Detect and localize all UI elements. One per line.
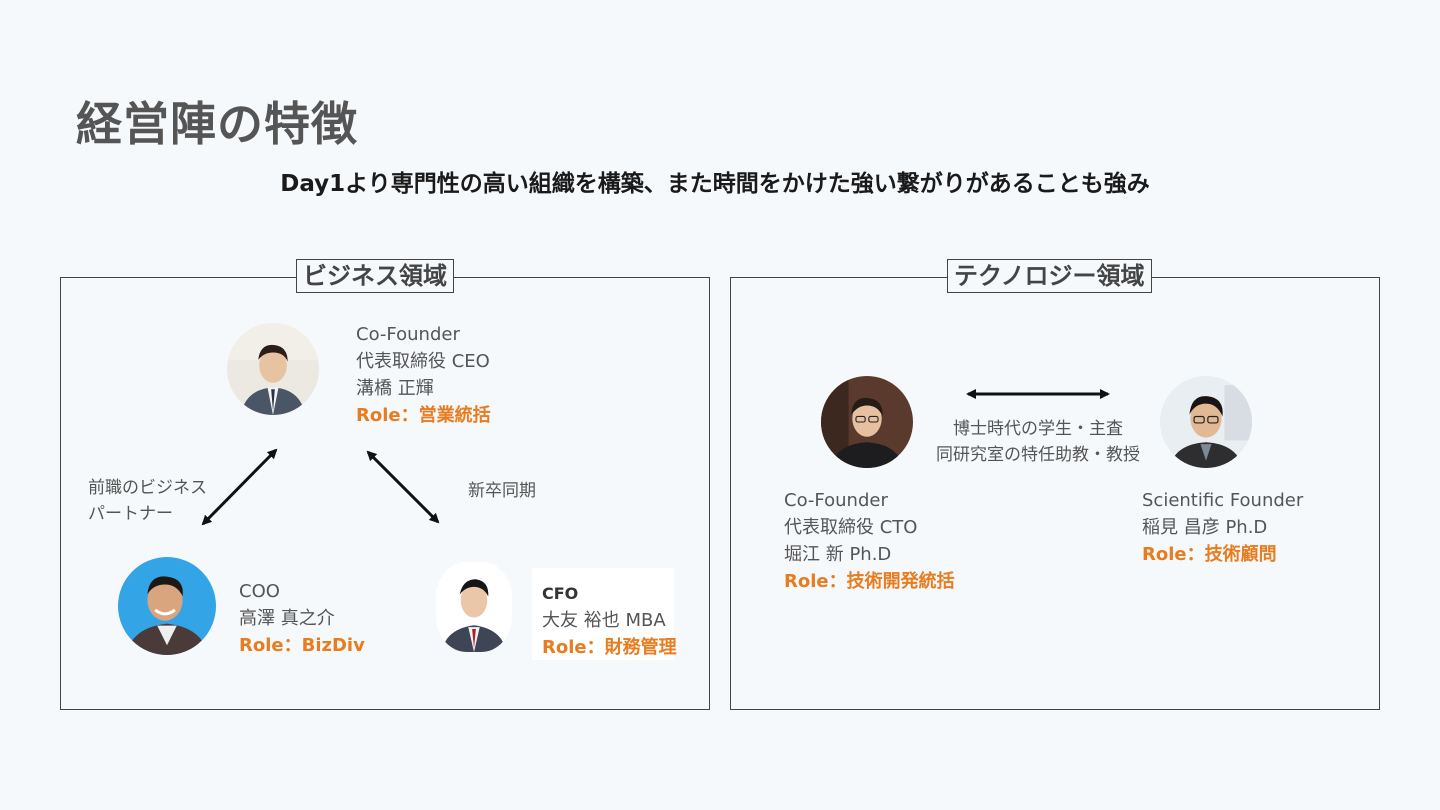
scientific-founder-role: Role：技術顧問 [1142, 544, 1277, 565]
coo-name: 高澤 真之介 [239, 608, 335, 629]
ceo-title: Co-Founder [356, 324, 460, 345]
note-same-year: 新卒同期 [468, 481, 536, 501]
ceo-position: 代表取締役 CEO [356, 351, 490, 372]
scientific-founder-info: Scientific Founder 稲見 昌彦 Ph.D Role：技術顧問 [1142, 487, 1303, 568]
technology-panel-label: テクノロジー領域 [947, 259, 1152, 293]
coo-photo [118, 557, 216, 655]
coo-role: Role：BizDiv [239, 635, 365, 656]
cfo-photo [436, 562, 512, 652]
cfo-role: Role：財務管理 [542, 637, 677, 658]
ceo-name: 溝橋 正輝 [356, 378, 434, 399]
ceo-photo [227, 323, 319, 415]
coo-info: COO 高澤 真之介 Role：BizDiv [239, 578, 365, 659]
cto-info: Co-Founder 代表取締役 CTO 堀江 新 Ph.D Role：技術開発… [784, 487, 955, 595]
scientific-founder-photo [1160, 376, 1252, 468]
business-panel-label: ビジネス領域 [296, 259, 454, 293]
technology-panel: テクノロジー領域 [730, 259, 1380, 710]
cfo-title: CFO [542, 584, 579, 603]
page-subtitle: Day1より専門性の高い組織を構築、また時間をかけた強い繋がりがあることも強み [280, 171, 1150, 197]
cto-role: Role：技術開発統括 [784, 571, 955, 592]
cfo-info-background [532, 568, 674, 660]
note-business-partner: 前職のビジネス パートナー [88, 478, 207, 524]
cto-position: 代表取締役 CTO [784, 517, 918, 538]
scientific-founder-title: Scientific Founder [1142, 490, 1304, 511]
cfo-info: CFO 大友 裕也 MBA Role：財務管理 [542, 580, 677, 661]
business-panel: ビジネス領域 [60, 259, 710, 710]
cto-title: Co-Founder [784, 490, 888, 511]
ceo-info: Co-Founder 代表取締役 CEO 溝橋 正輝 Role：営業統括 [356, 321, 491, 429]
ceo-role: Role：営業統括 [356, 405, 491, 426]
coo-title: COO [239, 581, 280, 602]
note-lab-relationship: 博士時代の学生・主査 同研究室の特任助教・教授 [936, 419, 1140, 465]
cto-name: 堀江 新 Ph.D [784, 544, 892, 565]
cto-photo [821, 376, 913, 468]
scientific-founder-name: 稲見 昌彦 Ph.D [1142, 517, 1268, 538]
cfo-name: 大友 裕也 MBA [542, 610, 666, 631]
page-title: 経営陣の特徴 [76, 97, 358, 151]
